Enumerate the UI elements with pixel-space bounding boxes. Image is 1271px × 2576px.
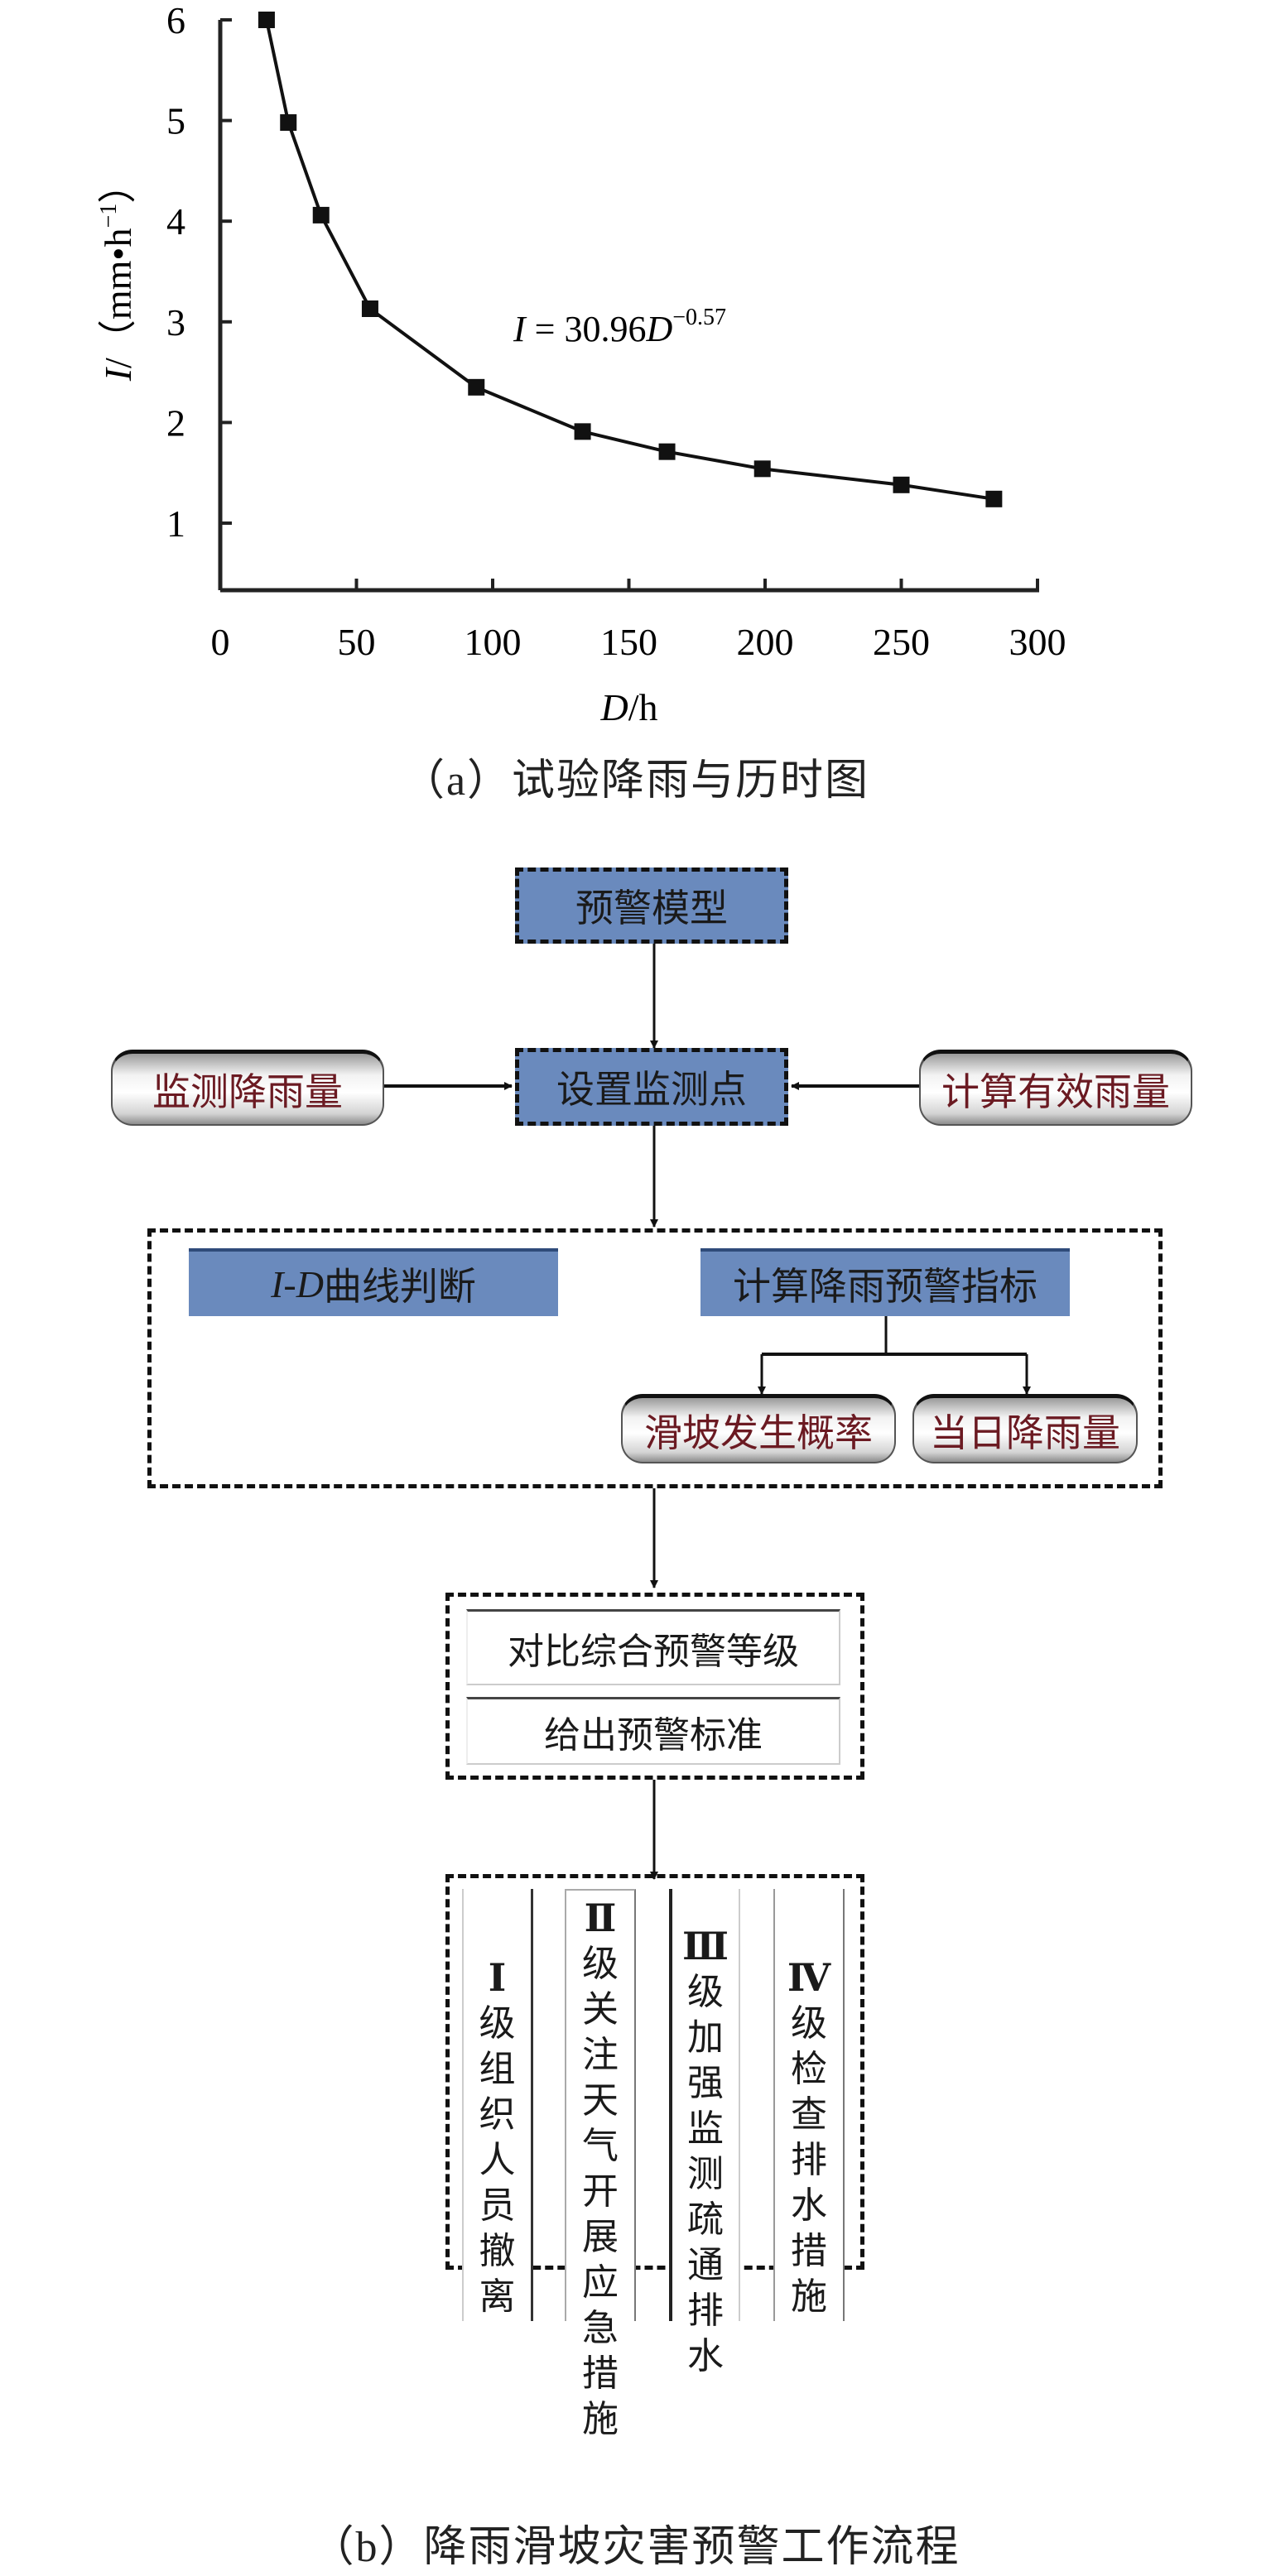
rain-index-box: 计算降雨预警指标: [700, 1248, 1070, 1316]
warning-level-2: Ⅱ 级关注天气开展应急措施: [565, 1889, 636, 2439]
warning-model-box: 预警模型: [515, 867, 788, 944]
level-roman-numeral: Ⅳ: [787, 1957, 831, 1999]
level-text-char: 监: [687, 2108, 724, 2149]
level-text-char: 级: [479, 2003, 516, 2044]
level-text-char: 级: [687, 1972, 724, 2012]
y-tick-label: 4: [166, 200, 185, 243]
level-roman-numeral: Ⅰ: [488, 1957, 507, 1999]
id-curve-chart: 1 2 3 4 5 6 0 50 100 150 200 250 300 I = 30.96D−0.5…: [96, 0, 1066, 728]
y-ticks: 1 2 3 4 5 6: [166, 0, 232, 545]
level-text-char: 气: [582, 2126, 619, 2166]
level-text-char: 注: [582, 2035, 619, 2075]
level-text-char: 措: [791, 2231, 827, 2271]
level-text-char: 离: [479, 2276, 516, 2317]
level-text-char: 措: [582, 2353, 619, 2394]
level-text-char: 排: [687, 2290, 724, 2331]
level-text-char: 通: [687, 2245, 724, 2285]
x-ticks: 0 50 100 150 200 250 300: [211, 579, 1066, 663]
caption-b: （b）降雨滑坡灾害预警工作流程: [311, 2524, 960, 2571]
x-tick-label: 0: [211, 621, 230, 663]
data-point: [468, 378, 485, 396]
level-text-char: 施: [582, 2399, 619, 2439]
level-text-char: 组: [479, 2049, 516, 2089]
level-text-char: 级: [791, 2003, 827, 2044]
daily-rainfall-pill: 当日降雨量: [912, 1394, 1138, 1463]
level-text-char: 级: [582, 1944, 619, 1984]
data-point: [893, 476, 910, 493]
level-text-char: 急: [582, 2308, 619, 2348]
data-point: [753, 460, 771, 478]
judgement-group: [147, 1228, 1163, 1488]
level-text-char: 织: [479, 2094, 516, 2135]
data-point: [985, 490, 1003, 507]
x-tick-label: 100: [465, 621, 522, 663]
x-tick-label: 50: [338, 621, 376, 663]
y-tick-label: 6: [166, 0, 185, 41]
y-tick-label: 1: [166, 502, 185, 545]
standard-group: [445, 1593, 864, 1780]
id-curve-text: 曲线判断: [323, 1266, 476, 1308]
y-tick-label: 2: [166, 401, 185, 444]
x-tick-label: 250: [873, 621, 930, 663]
level-text-char: 水: [687, 2336, 724, 2377]
level-text-char: 撤: [479, 2231, 516, 2271]
level-text-char: 强: [687, 2063, 724, 2103]
level-text-char: 施: [791, 2276, 827, 2317]
caption-a: （a）试验降雨与历时图: [401, 757, 870, 805]
level-text-char: 疏: [687, 2199, 724, 2240]
level-text-char: 人: [479, 2140, 516, 2180]
level-text-char: 排: [791, 2140, 827, 2180]
effective-rainfall-pill: 计算有效雨量: [919, 1050, 1192, 1126]
series-line: [264, 19, 994, 501]
level-text-char: 关: [582, 1989, 619, 2030]
monitor-rainfall-pill: 监测降雨量: [111, 1050, 384, 1126]
level-text-char: 测: [687, 2154, 724, 2194]
data-point: [574, 423, 591, 440]
x-tick-label: 150: [600, 621, 657, 663]
x-tick-label: 200: [737, 621, 794, 663]
give-standard-box: 给出预警标准: [466, 1697, 840, 1765]
level-roman-numeral: Ⅱ: [584, 1897, 617, 1939]
x-tick-label: 300: [1009, 621, 1066, 663]
level-roman-numeral: Ⅲ: [681, 1925, 729, 1968]
fit-equation: I = 30.96D−0.57: [513, 305, 726, 349]
compare-level-box: 对比综合预警等级: [466, 1609, 840, 1685]
level-text-char: 检: [791, 2049, 827, 2089]
level-text-char: 员: [479, 2185, 516, 2226]
id-curve-box: I-D 曲线判断: [189, 1248, 558, 1316]
data-point: [658, 443, 676, 460]
level-text-char: 天: [582, 2080, 619, 2121]
monitor-point-box: 设置监测点: [515, 1048, 788, 1126]
level-text-char: 应: [582, 2262, 619, 2303]
level-text-char: 水: [791, 2185, 827, 2226]
data-point: [361, 300, 378, 317]
data-point: [258, 12, 275, 28]
y-tick-label: 5: [166, 100, 185, 142]
level-text-char: 加: [687, 2017, 724, 2058]
level-text-char: 开: [582, 2171, 619, 2212]
data-point: [312, 206, 330, 223]
y-tick-label: 3: [166, 301, 185, 344]
x-axis-label: D/h: [599, 686, 657, 728]
series-group: [258, 12, 1003, 507]
id-curve-italic: I-D: [271, 1262, 324, 1305]
y-axis-label: I/（mm•h−1）: [96, 166, 139, 382]
level-text-char: 展: [582, 2217, 619, 2257]
levels-group: [445, 1874, 864, 2270]
data-point: [280, 114, 297, 132]
level-text-char: 查: [791, 2094, 827, 2135]
slide-probability-pill: 滑坡发生概率: [621, 1394, 896, 1463]
